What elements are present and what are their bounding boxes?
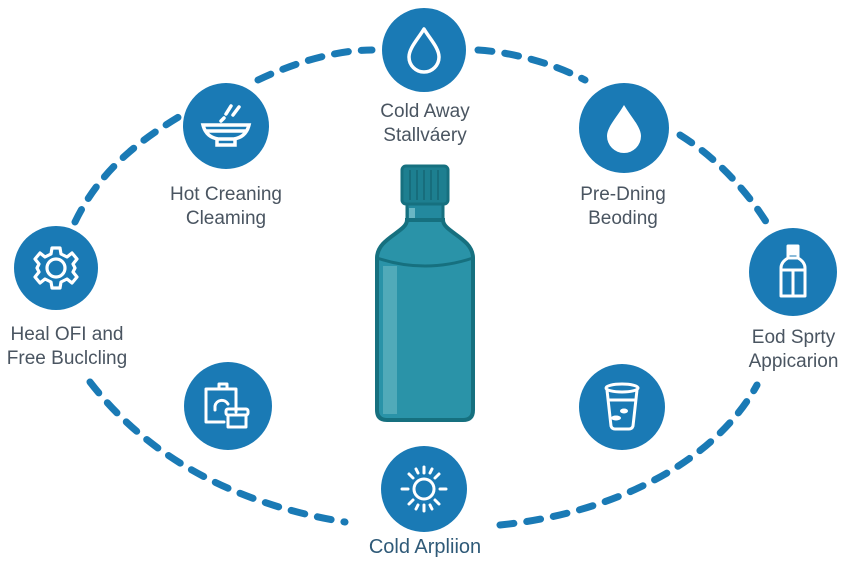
cup-icon [604,382,640,431]
node-top-label: Cold Away Stallváery [330,100,520,148]
node-upper-right-label: Pre-Dning Beoding [535,183,711,231]
node-top-circle [382,8,466,92]
node-bottom-label: Cold Arpliion [340,535,510,559]
node-left-label-line2: Free Buclcling [6,348,128,369]
water-drop-outline-icon [407,27,441,74]
node-upper-right-circle [579,83,669,173]
node-lower-right-circle [579,364,665,450]
spray-bottle-icon [779,244,807,298]
node-upper-right-label-line2: Beoding [588,208,658,229]
node-upper-left-label-line1: Hot Creaning [170,184,282,205]
node-bottom-label-line1: Cold Arpliion [368,536,482,558]
node-top-label-line1: Cold Away [380,101,470,122]
gear-icon [33,246,79,290]
node-right-label-line1: Eod Sprty [751,327,836,348]
node-lower-left-circle [184,362,272,450]
node-upper-left-label: Hot Creaning Cleaming [138,183,314,231]
sun-icon [400,465,448,513]
water-drop-solid-icon [607,105,641,153]
node-upper-left-circle [183,83,269,169]
node-upper-left-label-line2: Cleaming [185,208,267,229]
steaming-bowl-icon [200,104,252,147]
bottle-icon [375,164,475,422]
node-left-label-line1: Heal OFI and [10,324,124,345]
node-right-circle [749,228,837,316]
bag-container-icon [204,382,250,429]
node-left-circle [14,226,98,310]
node-right-label: Eod Sprty Appicarion [740,326,847,374]
node-bottom-circle [381,446,467,532]
node-upper-right-label-line1: Pre-Dning [580,184,666,205]
node-left-label: Heal OFI and Free Buclcling [0,323,134,371]
node-top-label-line2: Stallváery [383,125,467,146]
node-right-label-line2: Appicarion [748,351,839,372]
